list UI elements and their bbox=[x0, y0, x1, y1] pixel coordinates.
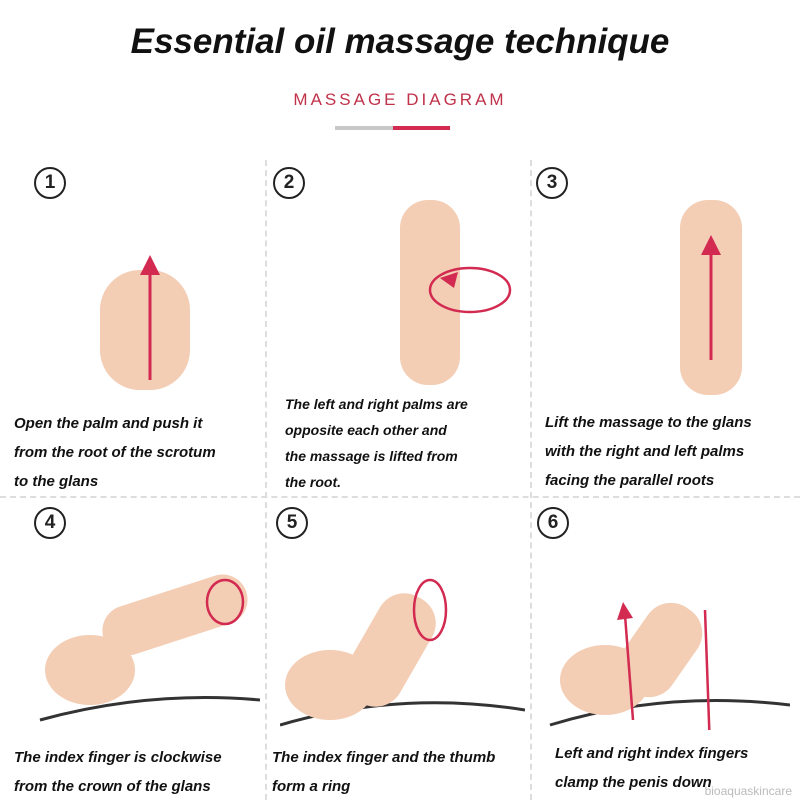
caption-line: facing the parallel roots bbox=[545, 472, 715, 489]
subtitle: MASSAGE DIAGRAM bbox=[293, 90, 507, 109]
step-number: 2 bbox=[273, 167, 305, 199]
caption-line: The index finger is clockwise bbox=[14, 749, 222, 766]
caption-line: The index finger and the thumb bbox=[272, 749, 496, 766]
caption-line: the root. bbox=[285, 474, 341, 490]
caption-line: The left and right palms are bbox=[285, 396, 468, 412]
caption-line: from the root of the scrotum bbox=[14, 444, 216, 461]
step-1-illustration bbox=[100, 255, 190, 390]
watermark: bioaquaskincare bbox=[704, 784, 792, 798]
step-caption: The left and right palms are opposite ea… bbox=[285, 391, 468, 495]
step-number: 6 bbox=[537, 507, 569, 539]
caption-line: Open the palm and push it bbox=[14, 415, 203, 432]
caption-line: Lift the massage to the glans bbox=[545, 414, 752, 431]
step-2-illustration bbox=[400, 200, 512, 385]
caption-line: opposite each other and bbox=[285, 422, 447, 438]
step-3-illustration bbox=[680, 200, 742, 395]
step-number: 3 bbox=[536, 167, 568, 199]
caption-line: form a ring bbox=[272, 778, 351, 795]
step-caption: The index finger and the thumb form a ri… bbox=[272, 743, 495, 801]
step-number: 5 bbox=[276, 507, 308, 539]
divider-horizontal bbox=[0, 496, 800, 498]
caption-line: the massage is lifted from bbox=[285, 448, 458, 464]
divider-vertical bbox=[530, 160, 532, 800]
step-caption: Left and right index fingers clamp the p… bbox=[555, 739, 748, 797]
caption-line: to the glans bbox=[14, 473, 99, 490]
caption-line: with the right and left palms bbox=[545, 443, 745, 460]
divider-vertical bbox=[265, 160, 267, 800]
step-5-illustration bbox=[280, 578, 525, 727]
caption-line: Left and right index fingers bbox=[555, 745, 749, 762]
page-title: Essential oil massage technique bbox=[130, 22, 670, 61]
decor-bar-gray bbox=[335, 126, 393, 130]
step-number: 4 bbox=[34, 507, 66, 539]
decor-bar-red bbox=[393, 126, 450, 130]
caption-line: clamp the penis down bbox=[555, 774, 712, 791]
step-caption: The index finger is clockwise from the c… bbox=[14, 743, 222, 801]
step-number: 1 bbox=[34, 167, 66, 199]
step-6-illustration bbox=[549, 602, 790, 730]
step-4-illustration bbox=[39, 574, 260, 722]
step-caption: Open the palm and push it from the root … bbox=[14, 409, 216, 496]
caption-line: from the crown of the glans bbox=[14, 778, 211, 795]
step-caption: Lift the massage to the glans with the r… bbox=[545, 408, 752, 495]
